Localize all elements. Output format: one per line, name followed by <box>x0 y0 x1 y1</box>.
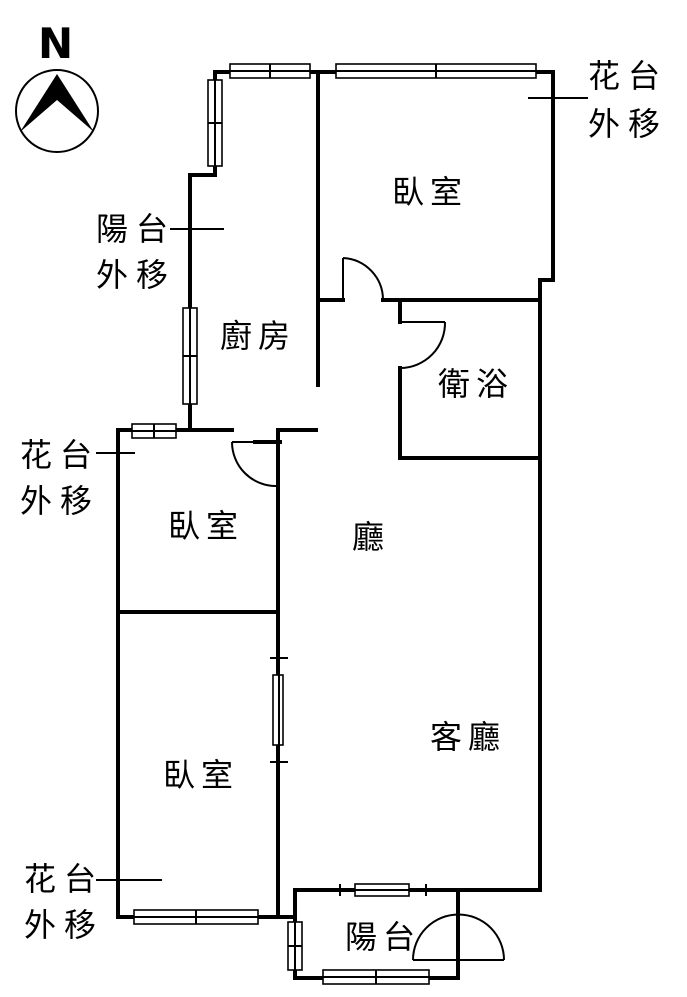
annotation-ne: 花台 外移 <box>528 57 668 143</box>
room-label-balcony-south: 陽台 <box>345 918 421 956</box>
compass: N <box>15 19 99 153</box>
windows <box>131 63 537 985</box>
annotation-ne-line1: 花台 <box>588 57 668 95</box>
window-north-2 <box>335 63 537 79</box>
door-west-bedroom <box>231 441 277 487</box>
room-label-bathroom: 衛浴 <box>438 365 514 403</box>
room-label-living: 客廳 <box>430 718 506 756</box>
annotation-sw: 花台 外移 <box>24 860 162 944</box>
window-south-bedroom <box>133 909 259 925</box>
window-interior <box>270 657 288 763</box>
window-balcony-west <box>287 921 303 971</box>
annotation-w-line1: 花台 <box>20 436 100 474</box>
annotation-sw-line1: 花台 <box>24 860 104 898</box>
annotation-ne-line2: 外移 <box>588 105 668 143</box>
annotations: 花台 外移 陽台 外移 花台 外移 花台 外移 <box>20 57 668 944</box>
annotation-sw-line2: 外移 <box>24 906 104 944</box>
window-west-bedroom <box>131 423 177 439</box>
room-label-kitchen: 廚房 <box>220 317 296 355</box>
annotation-nw-line2: 外移 <box>96 256 176 294</box>
window-nw-balcony <box>207 79 223 167</box>
room-label-bedroom-w: 臥室 <box>168 507 244 545</box>
window-north-1 <box>229 63 311 79</box>
window-kitchen <box>182 307 198 405</box>
room-label-bedroom-sw: 臥室 <box>163 756 239 794</box>
annotation-nw: 陽台 外移 <box>96 210 224 294</box>
north-arrow-icon <box>20 74 94 132</box>
doors <box>231 257 505 961</box>
compass-circle <box>15 69 99 153</box>
room-label-bedroom-ne: 臥室 <box>392 173 468 211</box>
annotation-nw-line1: 陽台 <box>96 210 176 248</box>
annotation-w: 花台 外移 <box>20 436 135 520</box>
window-balcony-south <box>322 969 430 985</box>
door-ne-bedroom <box>342 257 385 301</box>
window-living-south <box>339 883 427 897</box>
compass-north-label: N <box>38 19 73 68</box>
door-bathroom <box>399 321 447 369</box>
room-label-dining: 廳 <box>352 518 390 556</box>
room-labels: 臥室 廚房 衛浴 廳 臥室 臥室 客廳 陽台 <box>163 173 514 956</box>
door-south-balcony <box>412 913 505 961</box>
annotation-w-line2: 外移 <box>20 482 100 520</box>
